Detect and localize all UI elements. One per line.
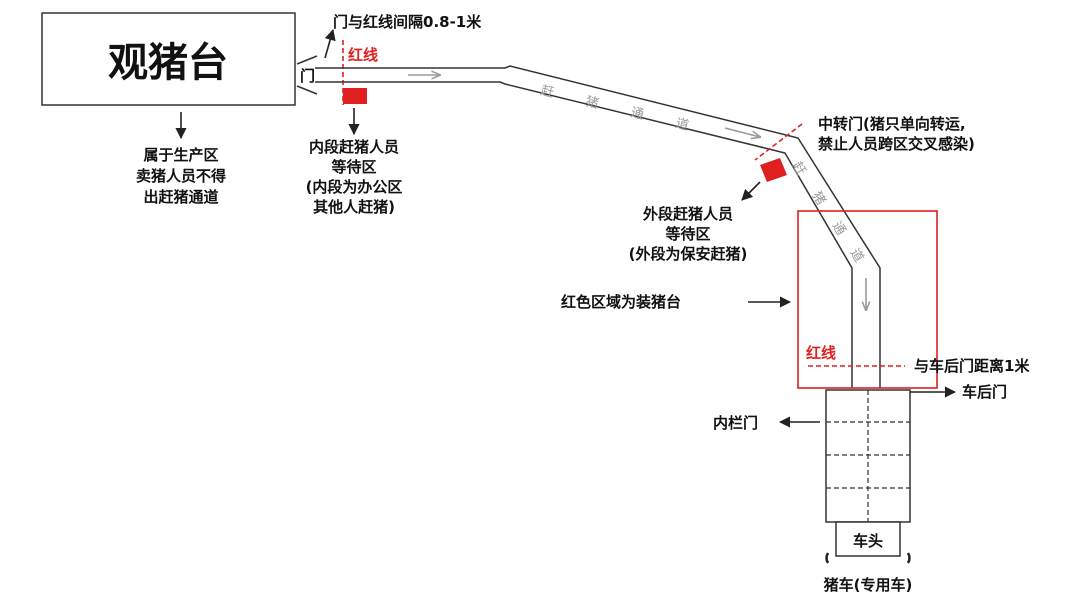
channel-lower-char-1: 赶	[789, 159, 809, 178]
outer-waiting-area	[760, 158, 787, 182]
door-gap-arrow	[324, 28, 336, 59]
transfer-door-line-2: 禁止人员跨区交叉感染)	[818, 135, 975, 153]
inner-waiting-line-4: 其他人赶猪)	[313, 198, 395, 216]
outer-waiting-line-3: (外段为保安赶猪)	[629, 245, 748, 263]
direction-arrow-2	[724, 127, 760, 137]
rear-gap-note: 与车后门距离1米	[914, 357, 1030, 375]
wheel-left	[825, 552, 830, 564]
channel-lower-char-2: 猪	[809, 189, 829, 208]
viewing-platform-box	[41, 12, 296, 106]
loading-platform-box	[797, 210, 938, 389]
inner-waiting-area	[343, 88, 367, 104]
inner-waiting-line-2: 等待区	[331, 158, 376, 176]
truck-head-label: 车头	[853, 532, 883, 550]
production-zone-line-1: 属于生产区	[143, 146, 218, 164]
red-line-top-label: 红线	[348, 46, 378, 64]
outer-waiting-arrow	[741, 181, 761, 201]
production-zone-line-3: 出赶猪通道	[143, 188, 218, 206]
outer-waiting-line-1: 外段赶猪人员	[642, 205, 733, 223]
inner-waiting-line-1: 内段赶猪人员	[309, 138, 399, 156]
door-gap-note: 门与红线间隔0.8-1米	[333, 13, 482, 31]
rear-door-label: 车后门	[962, 383, 1007, 401]
inner-gate-label: 内栏门	[713, 414, 758, 432]
transfer-door-line	[754, 123, 803, 161]
red-line-bottom-label: 红线	[806, 344, 836, 362]
channel-char-3: 通	[629, 105, 645, 123]
channel-outer-wall	[315, 65, 881, 388]
red-area-note: 红色区域为装猪台	[561, 293, 681, 311]
door-leaf-bottom	[296, 85, 318, 95]
channel-char-1: 赶	[539, 83, 555, 101]
truck-head	[835, 521, 901, 557]
inner-waiting-line-3: (内段为办公区	[306, 178, 403, 196]
viewing-platform-title: 观猪台	[108, 40, 228, 86]
door-label: 门	[300, 67, 315, 85]
channel-lower-char-3: 通	[829, 219, 849, 238]
production-zone-line-2: 卖猪人员不得	[136, 167, 226, 185]
wheel-right	[906, 552, 911, 564]
outer-waiting-line-2: 等待区	[665, 225, 710, 243]
channel-inner-wall	[315, 81, 853, 388]
truck-caption: 猪车(专用车)	[823, 576, 913, 594]
channel-char-4: 道	[674, 116, 690, 134]
door-leaf-top	[296, 55, 318, 65]
channel-char-2: 猪	[584, 94, 600, 112]
transfer-door-line-1: 中转门(猪只单向转运,	[818, 115, 966, 133]
